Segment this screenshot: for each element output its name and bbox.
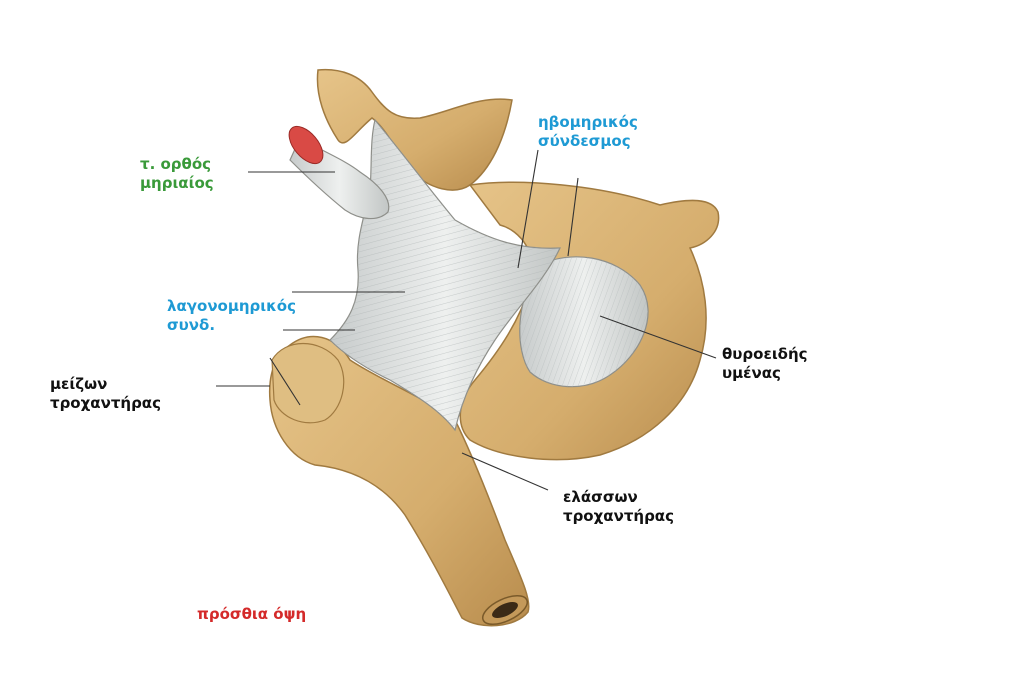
label-lesser-trochanter-line1: ελάσσων [563, 488, 638, 506]
leader-lines [216, 149, 717, 491]
label-obturator-line1: θυροειδής [722, 345, 808, 363]
label-anterior-view: πρόσθια όψη [197, 605, 306, 624]
label-obturator-membrane: θυροειδής υμένας [722, 345, 808, 383]
label-rectus-femoris-line2: μηριαίος [140, 174, 214, 192]
leader-obturator [599, 315, 717, 359]
label-pubofemoral-line1: ηβομηρικός [538, 113, 638, 131]
label-view-text: πρόσθια όψη [197, 605, 307, 623]
leader-pubofemoral-2 [567, 177, 579, 257]
leader-greater-trochanter-2 [269, 357, 301, 406]
label-greater-trochanter: μείζων τροχαντήρας [50, 375, 161, 413]
label-iliofemoral-line1: λαγονομηρικός [167, 297, 296, 315]
label-obturator-line2: υμένας [722, 364, 781, 382]
leader-pubofemoral [517, 149, 539, 269]
label-pubofemoral-ligament: ηβομηρικός σύνδεσμος [538, 113, 638, 151]
label-rectus-femoris-line1: τ. ορθός [140, 155, 212, 173]
label-greater-trochanter-line2: τροχαντήρας [50, 394, 161, 412]
label-pubofemoral-line2: σύνδεσμος [538, 132, 631, 150]
leader-lesser-trochanter [461, 452, 549, 491]
rectus-femoris-cut-end [288, 125, 324, 165]
label-lesser-trochanter-line2: τροχαντήρας [563, 507, 674, 525]
greater-trochanter-shape [271, 342, 345, 424]
label-rectus-femoris: τ. ορθός μηριαίος [140, 155, 214, 193]
label-iliofemoral-ligament: λαγονομηρικός συνδ. [167, 297, 296, 335]
label-greater-trochanter-line1: μείζων [50, 375, 108, 393]
label-iliofemoral-line2: συνδ. [167, 316, 216, 334]
label-lesser-trochanter: ελάσσων τροχαντήρας [563, 488, 674, 526]
